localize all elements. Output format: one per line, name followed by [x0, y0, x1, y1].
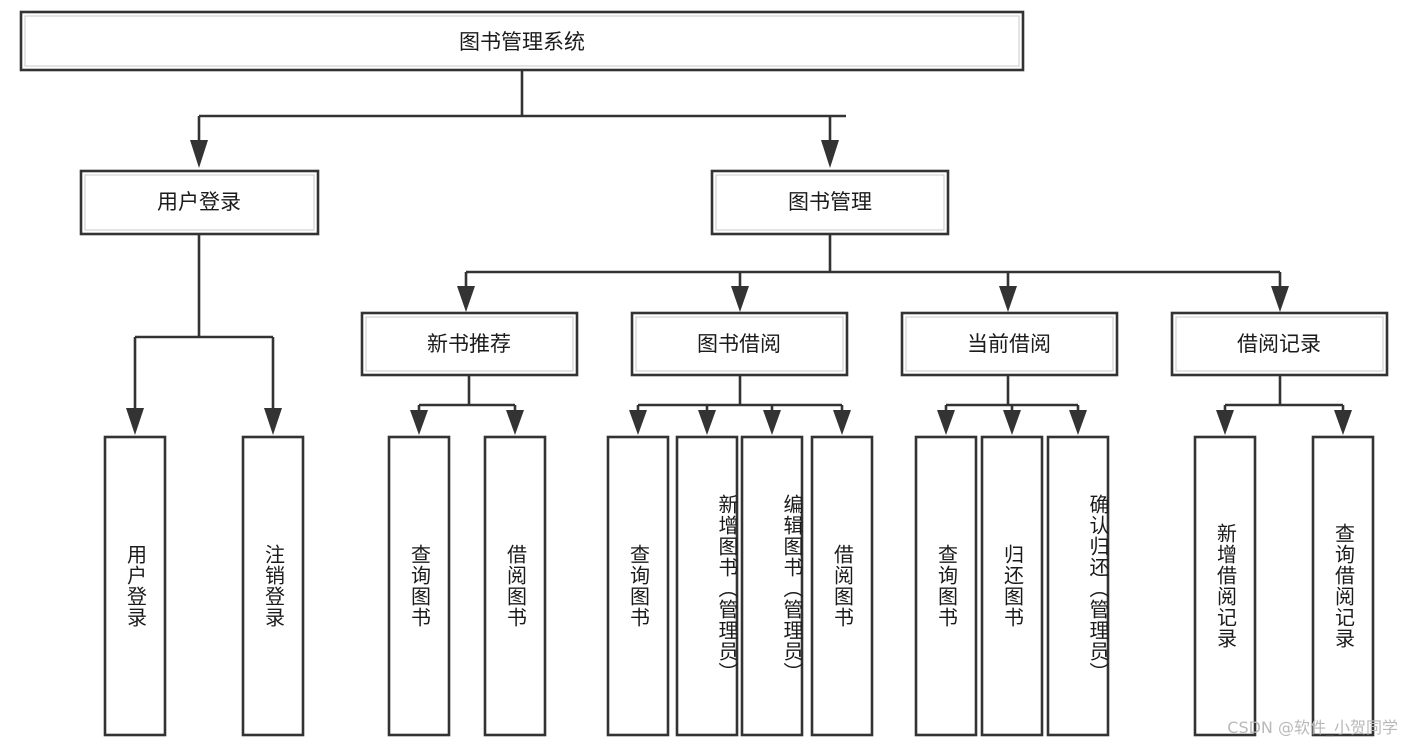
node-borrow-record-box-inner — [1175, 316, 1384, 372]
arrowhead-new-book-recommend — [457, 286, 475, 312]
leaf-box-edit-book[interactable] — [740, 435, 804, 737]
node-root-box-inner — [24, 15, 1020, 67]
node-current-borrow-label: 当前借阅 — [967, 332, 1051, 356]
leaf-box-borrow-book-2[interactable] — [810, 435, 874, 737]
node-user-login-label: 用户登录 — [157, 190, 241, 214]
node-book-manage[interactable]: 图书管理 — [710, 169, 950, 236]
arrowhead-leaf-borrow-book-2 — [833, 410, 851, 435]
node-new-book-recommend-box-inner — [365, 316, 574, 372]
leaf-box-add-record[interactable] — [1193, 435, 1257, 737]
arrowhead-leaf-confirm-return — [1069, 410, 1087, 435]
node-new-book-recommend[interactable]: 新书推荐 — [360, 311, 579, 377]
node-book-manage-box-inner — [715, 174, 945, 231]
connector-group-book-manage — [457, 234, 1289, 312]
connector-group-current-borrow — [937, 375, 1087, 435]
arrowhead-leaf-borrow-book-1 — [506, 410, 524, 435]
arrowhead-user-login — [190, 140, 208, 168]
node-user-login[interactable]: 用户登录 — [79, 169, 320, 236]
leaf-box-return-book[interactable] — [980, 435, 1044, 737]
leaf-box-user-logout[interactable] — [241, 435, 305, 737]
leaf-box-query-record[interactable] — [1311, 435, 1375, 737]
arrowhead-leaf-edit-book — [763, 410, 781, 435]
node-new-book-recommend-label: 新书推荐 — [427, 332, 511, 356]
connector-group-root — [190, 70, 846, 168]
node-book-borrow-box[interactable] — [630, 311, 849, 377]
leaf-box-query-book-1[interactable] — [387, 435, 451, 737]
arrowhead-leaf-query-book-3 — [937, 410, 955, 435]
arrowhead-book-manage — [821, 140, 839, 168]
arrowhead-leaf-user-login — [126, 408, 144, 435]
arrowhead-current-borrow — [999, 286, 1017, 312]
node-book-manage-box[interactable] — [710, 169, 950, 236]
node-user-login-box-inner — [84, 174, 315, 231]
node-book-borrow-label: 图书借阅 — [697, 332, 781, 356]
node-user-login-box[interactable] — [79, 169, 320, 236]
leaf-box-borrow-book-1[interactable] — [483, 435, 547, 737]
arrowhead-leaf-query-book-1 — [410, 410, 428, 435]
node-borrow-record-box[interactable] — [1170, 311, 1389, 377]
leaf-box-confirm-return[interactable] — [1046, 435, 1110, 737]
arrowhead-leaf-add-record — [1216, 410, 1234, 435]
connector-group-borrow-record — [1216, 375, 1352, 435]
leaf-boxes — [103, 435, 1375, 737]
leaf-box-add-book[interactable] — [675, 435, 739, 737]
leaf-box-user-login[interactable] — [103, 435, 167, 737]
node-book-borrow[interactable]: 图书借阅 — [630, 311, 849, 377]
node-borrow-record[interactable]: 借阅记录 — [1170, 311, 1389, 377]
connector-group-new-book-recommend — [410, 375, 524, 435]
arrowhead-leaf-add-book — [698, 410, 716, 435]
connector-group-user-login — [126, 234, 282, 435]
node-root[interactable]: 图书管理系统 — [19, 10, 1025, 72]
node-current-borrow-box[interactable] — [900, 311, 1119, 377]
connector-group-book-borrow — [629, 375, 851, 435]
node-root-label: 图书管理系统 — [459, 30, 585, 54]
arrowhead-book-borrow — [731, 286, 749, 312]
arrowhead-leaf-query-record — [1334, 410, 1352, 435]
arrowhead-borrow-record — [1271, 286, 1289, 312]
leaf-box-query-book-2[interactable] — [606, 435, 670, 737]
arrowhead-leaf-return-book — [1003, 410, 1021, 435]
node-borrow-record-label: 借阅记录 — [1237, 332, 1321, 356]
node-book-manage-label: 图书管理 — [788, 190, 872, 214]
node-current-borrow-box-inner — [905, 316, 1114, 372]
node-book-borrow-box-inner — [635, 316, 844, 372]
node-new-book-recommend-box[interactable] — [360, 311, 579, 377]
node-current-borrow[interactable]: 当前借阅 — [900, 311, 1119, 377]
leaf-box-query-book-3[interactable] — [914, 435, 978, 737]
watermark-label: CSDN @软件_小贺同学 — [1227, 718, 1398, 738]
arrowhead-leaf-user-logout — [264, 408, 282, 435]
arrowhead-leaf-query-book-2 — [629, 410, 647, 435]
node-root-box[interactable] — [19, 10, 1025, 72]
